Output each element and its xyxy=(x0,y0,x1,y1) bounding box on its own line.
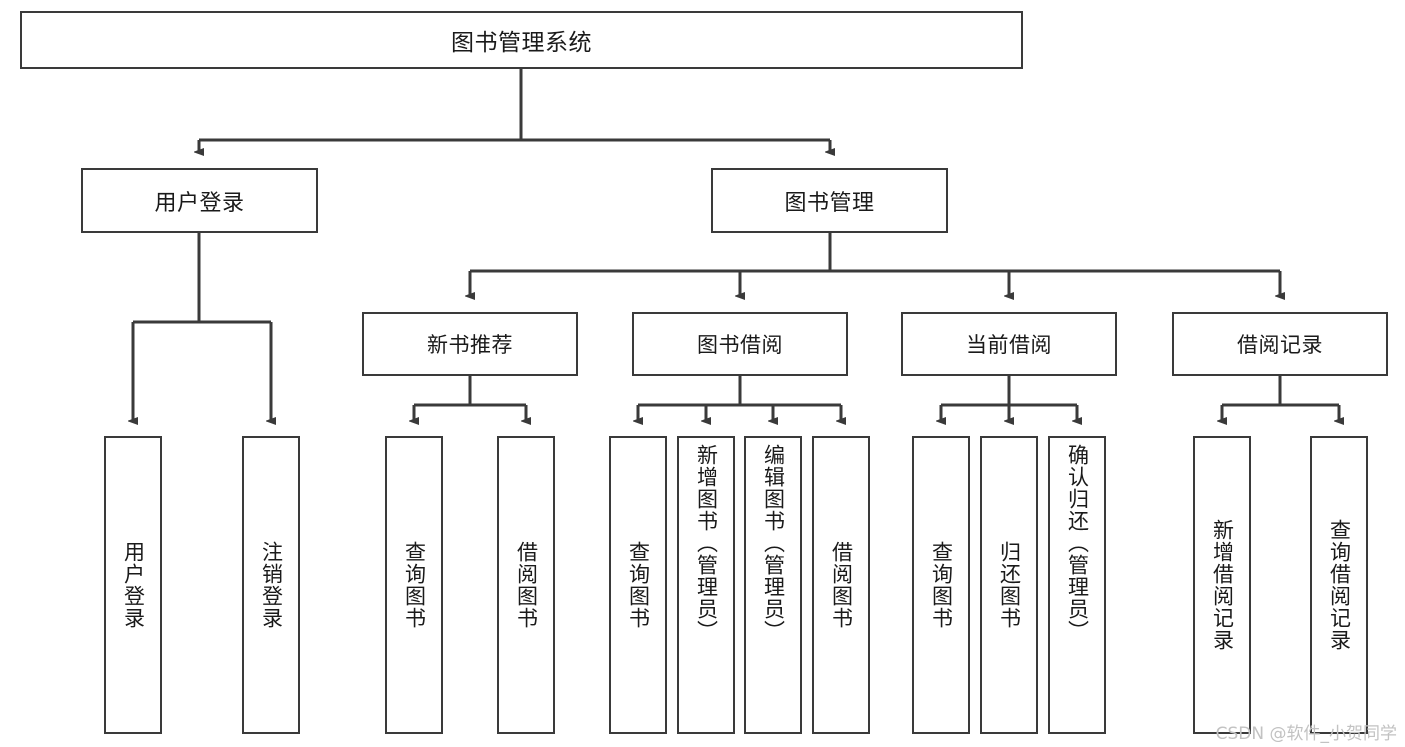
leaf-add-book-admin[interactable]: 新增图书（管理员） xyxy=(677,436,735,734)
node-label: 用户登录 xyxy=(121,541,146,629)
node-label: 新增借阅记录 xyxy=(1210,519,1235,651)
node-label: 图书管理 xyxy=(784,190,875,216)
node-label: 当前借阅 xyxy=(966,333,1052,357)
node-label: 注销登录 xyxy=(259,541,284,629)
node-label: 查询图书 xyxy=(402,541,427,629)
node-root-book-management-system[interactable]: 图书管理系统 xyxy=(20,11,1023,69)
node-label: 归还图书 xyxy=(997,541,1022,629)
node-label: 编辑图书（管理员） xyxy=(761,444,786,642)
leaf-query-borrow-record[interactable]: 查询借阅记录 xyxy=(1310,436,1368,734)
leaf-return-book[interactable]: 归还图书 xyxy=(980,436,1038,734)
leaf-user-login[interactable]: 用户登录 xyxy=(104,436,162,734)
node-current-borrow[interactable]: 当前借阅 xyxy=(901,312,1117,376)
node-label: 图书借阅 xyxy=(697,333,783,357)
leaf-confirm-return-admin[interactable]: 确认归还（管理员） xyxy=(1048,436,1106,734)
leaf-query-book-recommend[interactable]: 查询图书 xyxy=(385,436,443,734)
node-label: 新增图书（管理员） xyxy=(694,444,719,642)
node-user-login[interactable]: 用户登录 xyxy=(81,168,318,233)
node-book-management[interactable]: 图书管理 xyxy=(711,168,948,233)
node-label: 确认归还（管理员） xyxy=(1065,444,1090,642)
leaf-borrow-book-recommend[interactable]: 借阅图书 xyxy=(497,436,555,734)
leaf-add-borrow-record[interactable]: 新增借阅记录 xyxy=(1193,436,1251,734)
watermark-text: CSDN @软件_小贺同学 xyxy=(1215,724,1397,744)
leaf-borrow-book[interactable]: 借阅图书 xyxy=(812,436,870,734)
node-label: 借阅图书 xyxy=(829,541,854,629)
node-label: 新书推荐 xyxy=(427,333,513,357)
leaf-query-book-borrow[interactable]: 查询图书 xyxy=(609,436,667,734)
node-label: 用户登录 xyxy=(154,190,245,216)
node-book-borrow[interactable]: 图书借阅 xyxy=(632,312,848,376)
node-new-book-recommend[interactable]: 新书推荐 xyxy=(362,312,578,376)
node-borrow-record[interactable]: 借阅记录 xyxy=(1172,312,1388,376)
node-label: 图书管理系统 xyxy=(451,30,592,56)
leaf-query-book-current[interactable]: 查询图书 xyxy=(912,436,970,734)
leaf-logout[interactable]: 注销登录 xyxy=(242,436,300,734)
leaf-edit-book-admin[interactable]: 编辑图书（管理员） xyxy=(744,436,802,734)
node-label: 借阅记录 xyxy=(1237,333,1323,357)
node-label: 查询图书 xyxy=(626,541,651,629)
node-label: 查询借阅记录 xyxy=(1327,519,1352,651)
node-label: 查询图书 xyxy=(929,541,954,629)
node-label: 借阅图书 xyxy=(514,541,539,629)
